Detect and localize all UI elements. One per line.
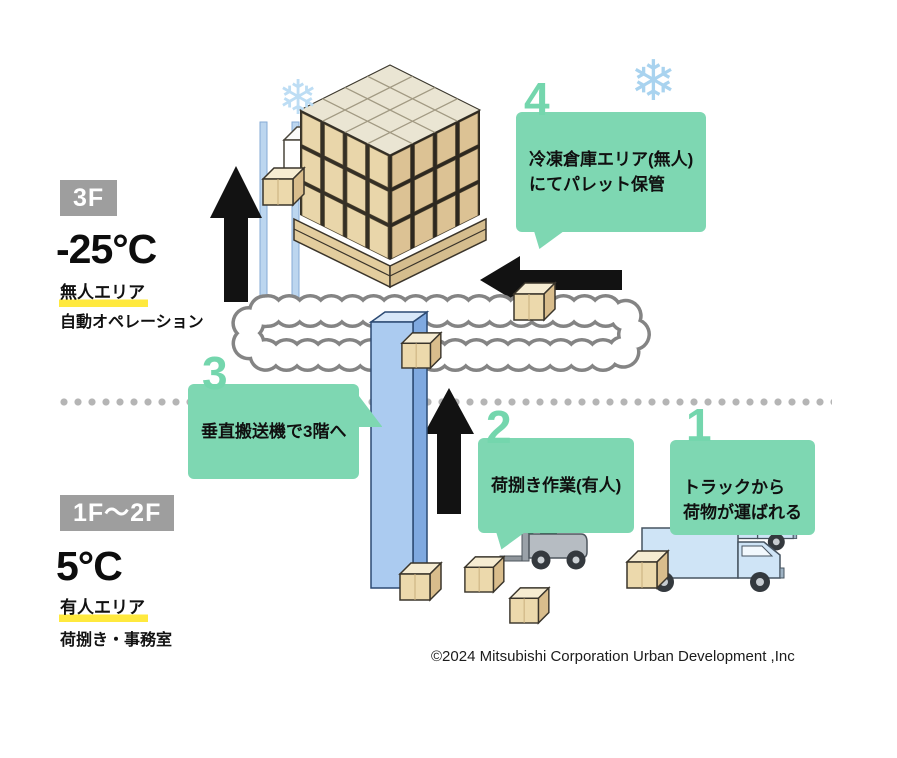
pallet-stack — [293, 64, 487, 289]
area-label-3f: 無人エリア — [59, 282, 148, 308]
copyright-text: ©2024 Mitsubishi Corporation Urban Devel… — [431, 648, 795, 665]
temperature-3f: -25°C — [56, 226, 157, 272]
callout-1-box: トラックから 荷物が運ばれる — [670, 440, 815, 535]
area-desc-3f: 自動オペレーション — [60, 314, 204, 331]
area-desc-1f2f: 荷捌き・事務室 — [60, 632, 173, 649]
flow-arrow-up-lift — [424, 388, 474, 514]
callout-4-box: 冷凍倉庫エリア(無人) にてパレット保管 — [516, 112, 707, 249]
callout-1-text: トラックから 荷物が運ばれる — [683, 477, 802, 523]
callout-1-number: 1 — [686, 399, 712, 451]
roller-conveyor — [229, 294, 651, 372]
callout-3-text: 垂直搬送機で3階へ — [201, 421, 347, 441]
callout-2-box: 荷捌き作業(有人) — [478, 438, 635, 550]
floor-badge-3f: 3F — [60, 180, 118, 216]
callout-3-number: 3 — [202, 347, 228, 399]
callout-4-number: 4 — [524, 73, 550, 125]
carton-on-conveyor — [513, 282, 556, 321]
temperature-1f2f: 5°C — [56, 543, 123, 589]
callout-2-text: 荷捌き作業(有人) — [491, 475, 622, 495]
area-label-1f2f: 有人エリア — [59, 597, 148, 623]
snowflake-icon: ❄ — [278, 70, 319, 126]
carton-at-lift-top — [401, 332, 442, 369]
callout-4-text: 冷凍倉庫エリア(無人) にてパレット保管 — [529, 149, 694, 195]
carton-on-lift — [262, 167, 305, 206]
pallet — [293, 217, 487, 289]
snowflake-icon: ❄ — [630, 49, 677, 114]
floor-badge-1f2f: 1F〜2F — [60, 495, 175, 531]
callout-2-number: 2 — [486, 401, 512, 453]
flow-arrow-up-3f — [210, 166, 262, 302]
